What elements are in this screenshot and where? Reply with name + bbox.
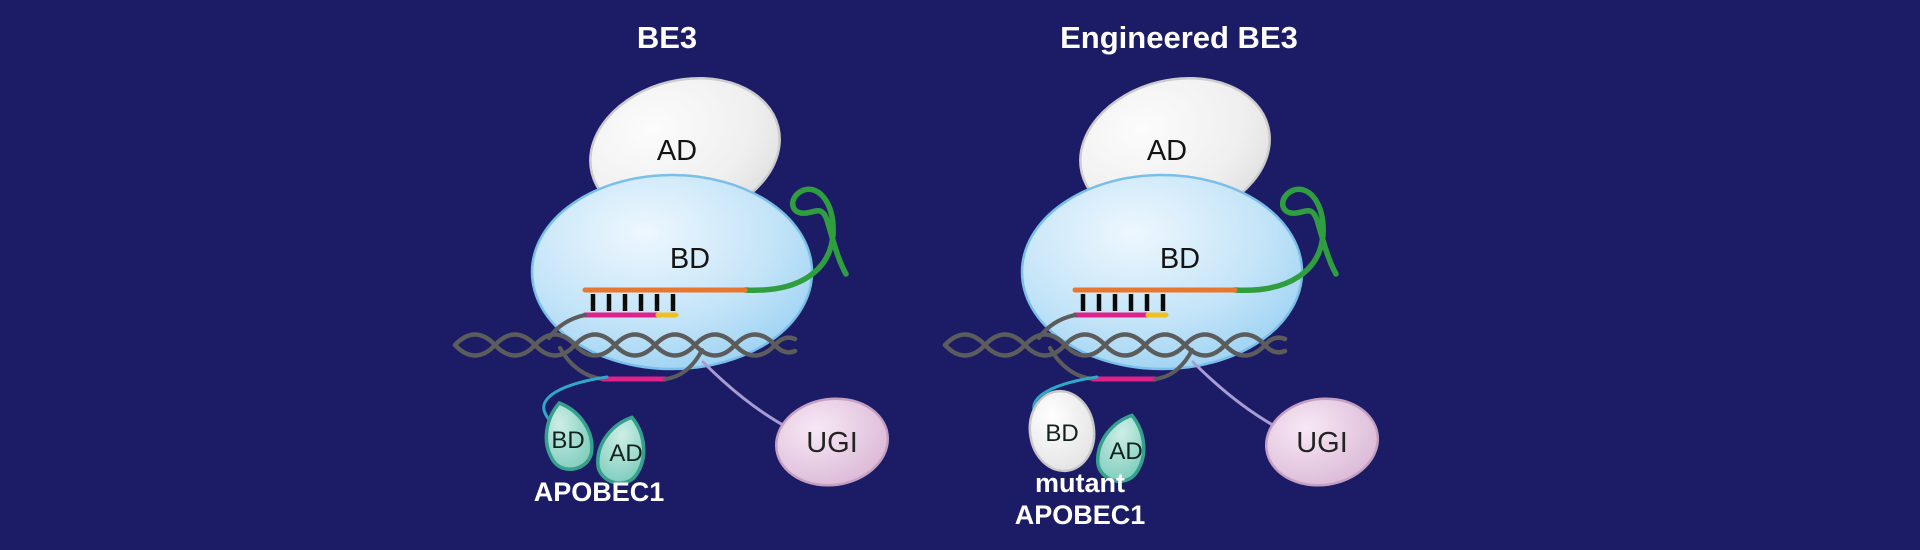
engineered-apobec-name-line1: mutant [1035,468,1125,498]
engineered-apobec-bd-label: BD [1045,420,1078,447]
engineered-apobec-name-line2: APOBEC1 [1015,500,1146,530]
panel-engineered-be3: Engineered BE3 AD BD BD AD mutant APOBEC… [945,20,1383,530]
be3-cas9-bd-label: BD [670,243,710,275]
be3-apobec-bd-label: BD [551,427,584,454]
be3-cas9-ad-label: AD [657,135,697,167]
be3-apobec-ad-label: AD [609,440,642,467]
engineered-apobec-bd-egg [1028,389,1096,473]
engineered-cas9-bd-label: BD [1160,243,1200,275]
engineered-title: Engineered BE3 [1060,20,1298,55]
engineered-ugi-label: UGI [1296,427,1348,459]
panel-be3: BE3 AD BD BD AD APOBEC1 UGI [455,20,893,507]
be3-apobec-name: APOBEC1 [534,477,665,507]
be3-ugi-label: UGI [806,427,858,459]
engineered-cas9-ad-label: AD [1147,135,1187,167]
be3-title: BE3 [637,20,697,55]
engineered-apobec-ad-label: AD [1109,438,1142,465]
